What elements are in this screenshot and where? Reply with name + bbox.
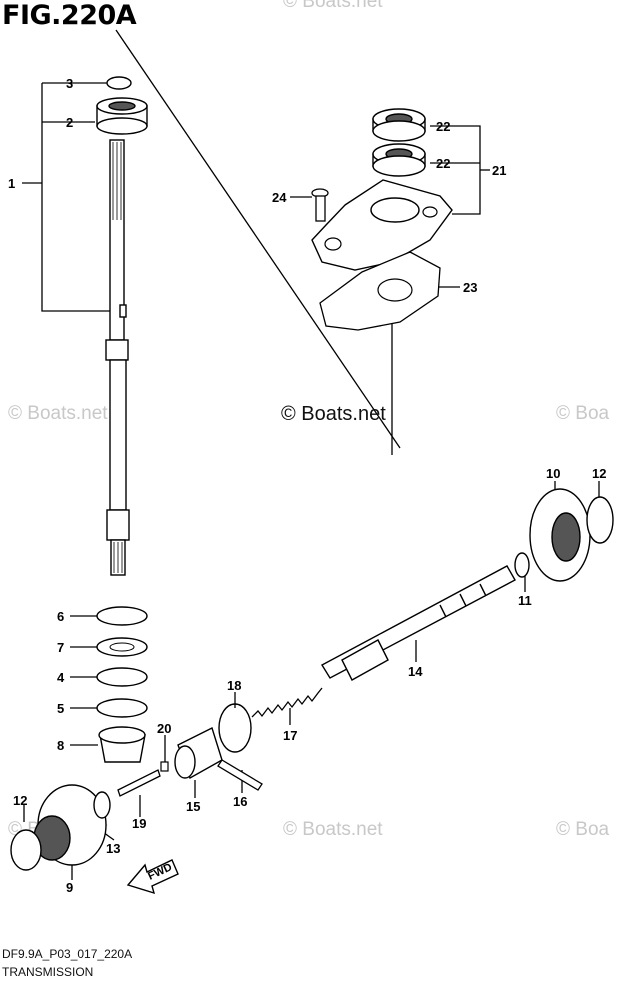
- callout-23: 23: [463, 280, 477, 295]
- oil-seal-lower: [372, 143, 426, 177]
- callout-2: 2: [66, 115, 73, 130]
- watermark-top: © Boats.net: [283, 0, 383, 12]
- washer-6: [96, 606, 148, 626]
- callout-14: 14: [408, 664, 423, 679]
- callout-24: 24: [272, 190, 287, 205]
- callout-4: 4: [57, 670, 65, 685]
- spring: [251, 687, 323, 718]
- retaining-ring: [218, 703, 252, 753]
- watermark-main: © Boats.net: [281, 403, 386, 425]
- callout-10: 10: [546, 466, 560, 481]
- forward-gear: [33, 784, 107, 866]
- propeller-shaft: [321, 565, 516, 681]
- shim-left: [10, 829, 42, 871]
- callout-18: 18: [227, 678, 241, 693]
- callout-1: 1: [8, 176, 15, 191]
- callout-13: 13: [106, 841, 120, 856]
- washer-4: [96, 667, 148, 687]
- callout-21: 21: [492, 163, 506, 178]
- clutch-dog: [174, 727, 223, 780]
- page-title: FIG.220A: [2, 0, 137, 31]
- callout-22-upper: 22: [436, 119, 450, 134]
- watermark-right: © Boa: [556, 403, 610, 424]
- callout-5: 5: [57, 701, 64, 716]
- watermark-left: © Boats.net: [8, 403, 108, 424]
- callout-17: 17: [283, 728, 297, 743]
- shim-ring: [106, 76, 132, 90]
- callout-8: 8: [57, 738, 64, 753]
- shift-rod: [217, 759, 263, 791]
- thrust-washer: [514, 552, 530, 578]
- callout-22-lower: 22: [436, 156, 450, 171]
- fwd-arrow: FWD: [126, 859, 179, 895]
- callout-9: 9: [66, 880, 73, 895]
- clutch-pin: [160, 761, 169, 772]
- figure-name: TRANSMISSION: [2, 965, 94, 979]
- push-rod: [117, 769, 161, 797]
- shim-right: [586, 496, 614, 544]
- callout-12-left: 12: [13, 793, 27, 808]
- drive-shaft: [105, 139, 130, 576]
- callout-19: 19: [132, 816, 146, 831]
- callout-7: 7: [57, 640, 64, 655]
- callout-16: 16: [233, 794, 247, 809]
- oil-seal-upper: [372, 108, 426, 142]
- callouts: 1 2 3 4 5 6 7 8 9 10 11 12 12 13 14 15 1…: [8, 76, 606, 895]
- bolt: [311, 188, 329, 222]
- callout-3: 3: [66, 76, 73, 91]
- figure-code: DF9.9A_P03_017_220A: [2, 947, 133, 961]
- callout-15: 15: [186, 799, 200, 814]
- washer-13: [93, 791, 111, 819]
- ball-bearing: [96, 97, 148, 135]
- callout-11: 11: [518, 593, 532, 608]
- shim-5: [96, 698, 148, 718]
- callout-20: 20: [157, 721, 171, 736]
- seal-housing: [311, 179, 453, 271]
- callout-6: 6: [57, 609, 64, 624]
- callout-12-right: 12: [592, 466, 606, 481]
- pinion-gear: [98, 726, 146, 763]
- reverse-gear: [529, 488, 591, 582]
- watermark-bottom-center: © Boats.net: [283, 819, 383, 840]
- watermark-bottom-right: © Boa: [556, 819, 610, 840]
